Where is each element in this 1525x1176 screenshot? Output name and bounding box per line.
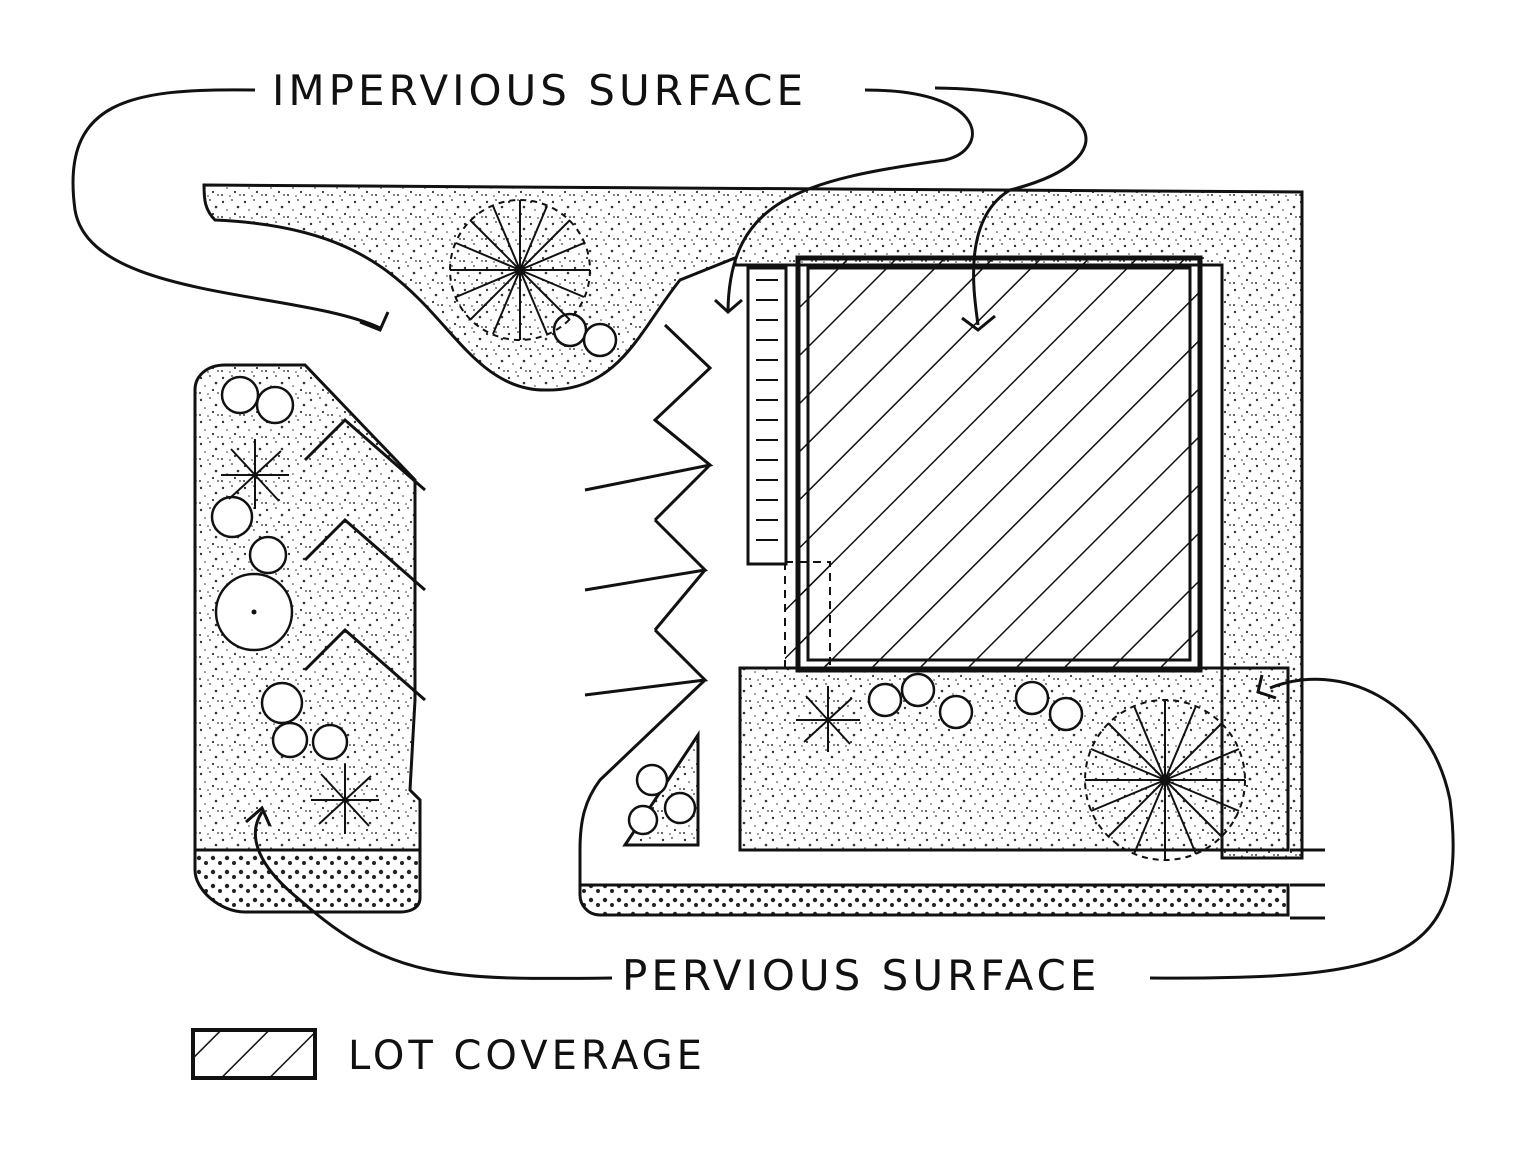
patio xyxy=(784,561,831,669)
legend-swatch xyxy=(191,1028,317,1080)
impervious-surface-label: IMPERVIOUS SURFACE xyxy=(272,66,808,115)
large-tree-bottom xyxy=(1084,699,1246,861)
star-shrubs xyxy=(221,439,860,834)
large-tree-top xyxy=(449,199,591,341)
lot-coverage-legend-label: LOT COVERAGE xyxy=(348,1033,706,1079)
porch-steps xyxy=(746,266,788,566)
top-lawn-band xyxy=(202,183,1304,860)
building xyxy=(795,255,1203,673)
pervious-surface-label: PERVIOUS SURFACE xyxy=(622,951,1101,1000)
parking-stalls-left xyxy=(303,417,426,702)
bottom-sidewalk xyxy=(578,883,1290,917)
impervious-leaders xyxy=(71,86,1088,332)
left-curb-strip xyxy=(193,848,422,914)
left-planting-island xyxy=(193,363,422,852)
bottom-lawn xyxy=(738,666,1290,852)
parking-stalls-right xyxy=(578,323,714,885)
pervious-leaders xyxy=(245,674,1455,980)
